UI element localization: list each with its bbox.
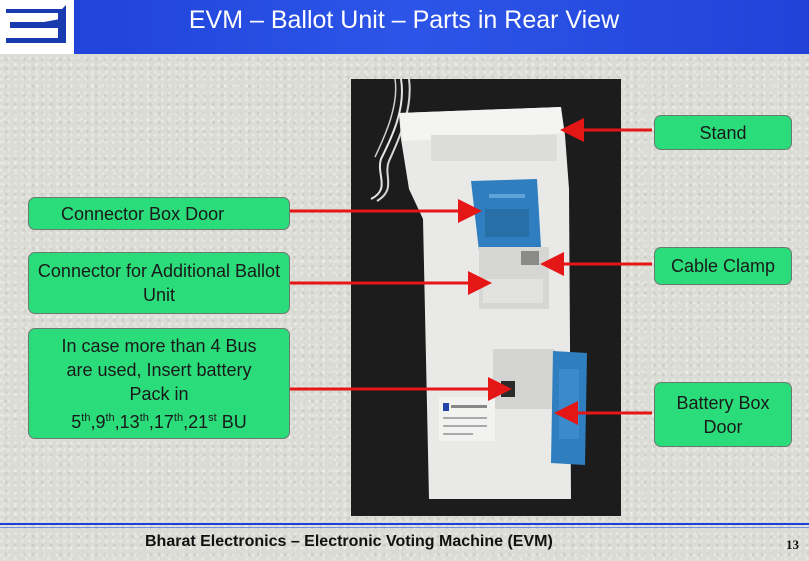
seq-5-suffix: th	[81, 411, 91, 424]
seq-9-suffix: th	[105, 411, 115, 424]
callout-connector-box-door-label: Connector Box Door	[61, 203, 225, 224]
callout-battery-note: In case more than 4 Bus are used, Insert…	[28, 328, 290, 439]
footer-divider	[0, 523, 809, 525]
battery-note-line-2: are used, Insert battery	[66, 359, 252, 380]
callout-stand-label: Stand	[699, 122, 747, 143]
battery-note-line-1: In case more than 4 Bus	[61, 335, 257, 356]
company-logo	[0, 0, 74, 54]
callout-battery-box-door-label: Battery Box Door	[676, 392, 770, 437]
seq-21-suffix: st	[208, 411, 217, 424]
page-number: 13	[786, 537, 799, 552]
seq-13: ,13	[114, 411, 140, 432]
callout-stand: Stand	[654, 115, 792, 150]
seq-9: ,9	[90, 411, 106, 432]
seq-21: ,21	[183, 411, 209, 432]
header-bar: EVM – Ballot Unit – Parts in Rear View	[0, 0, 809, 54]
footer-divider-thin	[0, 527, 809, 528]
callout-cable-clamp: Cable Clamp	[654, 247, 792, 285]
battery-note-line-3: Pack in	[129, 383, 189, 404]
page-title: EVM – Ballot Unit – Parts in Rear View	[188, 6, 620, 34]
callout-connector-box-door: Connector Box Door	[28, 197, 290, 230]
seq-13-suffix: th	[139, 411, 149, 424]
callout-cable-clamp-label: Cable Clamp	[670, 256, 776, 276]
callout-connector-additional-label: Connector for Additional Ballot Unit	[37, 261, 281, 305]
seq-bu: BU	[216, 411, 247, 432]
ballot-unit-photo	[351, 78, 621, 516]
battery-note-sequence: 5th,9th,13th,17th,21st BU	[71, 406, 246, 434]
footer-caption: Bharat Electronics – Electronic Voting M…	[145, 533, 553, 550]
callout-battery-box-door: Battery Box Door	[654, 382, 792, 447]
seq-17: ,17	[148, 411, 174, 432]
callout-connector-additional: Connector for Additional Ballot Unit	[28, 252, 290, 314]
seq-17-suffix: th	[173, 411, 184, 424]
seq-5: 5	[71, 411, 82, 432]
